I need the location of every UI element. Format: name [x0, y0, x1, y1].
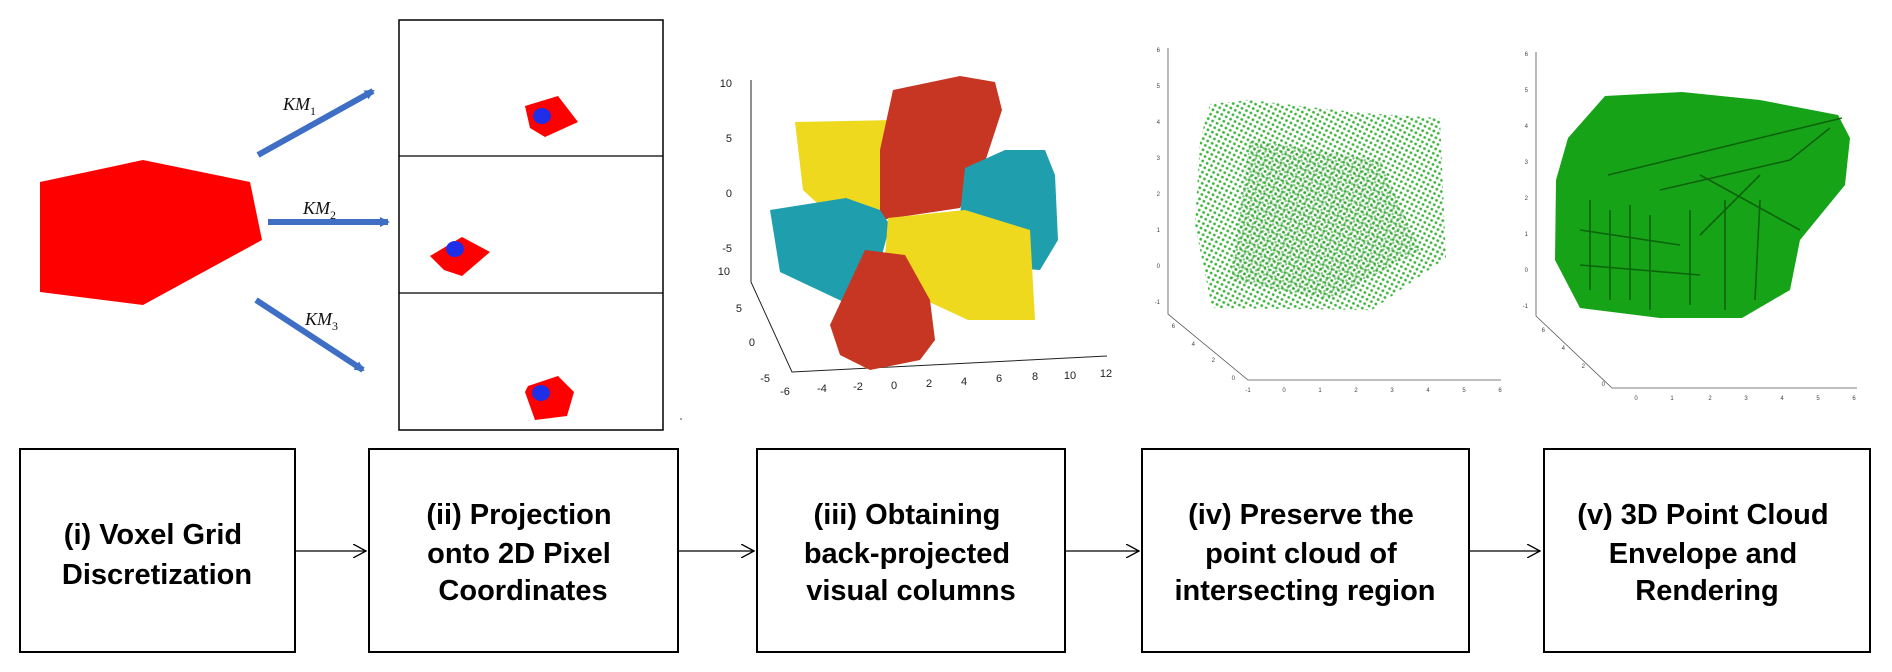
projection-panels	[398, 19, 664, 431]
plot4-x-tick: 4	[1426, 388, 1430, 394]
step-2-line-1: (ii) Projection	[426, 499, 611, 531]
plot3-x-tick: 0	[891, 380, 897, 392]
plot5-y-tick: 2	[1582, 364, 1586, 370]
plot3-x-tick: 6	[996, 373, 1002, 385]
plot3-x-tick: -2	[853, 381, 863, 393]
plot5-y-tick: 0	[1602, 382, 1606, 388]
plot3-x-tick: 12	[1100, 368, 1112, 380]
svg-text:(i) Voxel Grid Discretiz: (i) Voxel Grid Discretization	[62, 519, 252, 591]
step-3-line-3: visual columns	[806, 575, 1016, 607]
plot5-x-tick: 5	[1816, 396, 1820, 402]
plot4-z-tick: 5	[1157, 84, 1161, 90]
plot4-x-tick: 5	[1462, 388, 1466, 394]
rendered-mesh	[1555, 92, 1850, 318]
plot5-x-tick: 2	[1708, 396, 1712, 402]
plot3-y-tick: -5	[760, 373, 770, 385]
plot4-z-tick: -1	[1155, 300, 1161, 306]
rendered-envelope-plot: 6 5 4 3 2 1 0 -1 6 4 2 0 0 1 2 3 4 5 6	[1523, 52, 1857, 402]
red-column-lower	[830, 250, 935, 370]
plot4-z-tick: 3	[1157, 156, 1161, 162]
km1-label: KM1	[282, 94, 316, 118]
step-1-line-2: Discretization	[62, 559, 252, 591]
plot5-z-tick: 1	[1525, 232, 1529, 238]
plot5-z-tick: 4	[1525, 124, 1529, 130]
projection-blob-1	[525, 96, 578, 137]
plot4-y-tick: 2	[1212, 358, 1216, 364]
plot4-x-tick: 3	[1390, 388, 1394, 394]
plot4-x-tick: 1	[1318, 388, 1322, 394]
plot3-x-tick: 4	[961, 376, 967, 388]
step-1-line-1: (i) Voxel Grid	[64, 519, 242, 551]
plot3-z-tick: 0	[726, 188, 732, 200]
plot3-z-tick: 10	[720, 78, 732, 90]
plot5-y-tick: 6	[1542, 328, 1546, 334]
plot5-z-tick: 0	[1525, 268, 1529, 274]
projection-blob-3	[525, 376, 574, 420]
plot5-x-tick: 3	[1744, 396, 1748, 402]
plot5-x-tick: 0	[1634, 396, 1638, 402]
plot5-x-tick: 1	[1670, 396, 1674, 402]
step-5-line-1: (v) 3D Point Cloud	[1577, 499, 1828, 531]
step-box-3: (iii) Obtaining back-projected visual co…	[756, 448, 1066, 653]
plot4-x-tick: -1	[1245, 388, 1251, 394]
km3-arrow	[254, 297, 365, 373]
plot5-z-tick: 3	[1525, 160, 1529, 166]
yellow-column-upper	[795, 120, 905, 215]
svg-text:(iv) Preserve the point: (iv) Preserve the point cloud of interse…	[1174, 499, 1435, 607]
plot3-y-tick: 10	[718, 266, 730, 278]
plot5-z-tick: 5	[1525, 88, 1529, 94]
svg-text:(ii) Projection onto 2D: (ii) Projection onto 2D Pixel Coordinate…	[426, 499, 619, 607]
plot4-y-tick: 4	[1192, 342, 1196, 348]
plot4-z-tick: 6	[1157, 48, 1161, 54]
step-2-line-3: Coordinates	[438, 575, 607, 607]
km2-label: KM2	[302, 198, 336, 222]
plot5-z-tick: 2	[1525, 196, 1529, 202]
svg-text:(v) 3D Point Cloud Envel: (v) 3D Point Cloud Envelope and Renderin…	[1577, 499, 1836, 607]
plot5-y-tick: 4	[1562, 346, 1566, 352]
plot3-z-tick: 5	[726, 133, 732, 145]
step-box-5: (v) 3D Point Cloud Envelope and Renderin…	[1543, 448, 1871, 653]
visual-columns-plot: 10 5 0 -5 10 5 0 -5 -6 -4 -2 0 2 4 6 8 1…	[718, 76, 1112, 398]
step-box-2: (ii) Projection onto 2D Pixel Coordinate…	[368, 448, 679, 653]
step-4-line-3: intersecting region	[1174, 575, 1435, 607]
plot5-z-tick: 6	[1525, 52, 1529, 58]
plot4-z-tick: 4	[1157, 120, 1161, 126]
step-3-line-2: back-projected	[804, 538, 1010, 570]
km3-label: KM3	[304, 309, 338, 333]
voxel-grid-illustration: KM1 KM2 KM3	[40, 88, 390, 373]
plot4-y-tick: 0	[1232, 376, 1236, 382]
km1-arrow	[256, 88, 375, 158]
step-2-line-2: onto 2D Pixel	[427, 538, 611, 570]
plot3-x-tick: -4	[817, 383, 827, 395]
svg-text:(iii) Obtaining back-pro: (iii) Obtaining back-projected visual co…	[804, 499, 1018, 607]
point-cloud-plot: 6 5 4 3 2 1 0 -1 6 4 2 0 -1 0 1 2 3 4 5 …	[1155, 48, 1502, 394]
voxel-hexagon	[40, 160, 262, 305]
plot4-x-tick: 6	[1498, 388, 1502, 394]
plot4-z-tick: 2	[1157, 192, 1161, 198]
plot5-z-tick: -1	[1523, 304, 1529, 310]
plot4-z-tick: 1	[1157, 228, 1161, 234]
plot3-x-tick: 10	[1064, 370, 1076, 382]
plot4-x-tick: 0	[1282, 388, 1286, 394]
plot4-z-tick: 0	[1157, 264, 1161, 270]
step-5-line-2: Envelope and	[1609, 538, 1798, 570]
plot5-x-tick: 6	[1852, 396, 1856, 402]
plot3-x-tick: 8	[1032, 371, 1038, 383]
step-4-line-1: (iv) Preserve the	[1188, 499, 1414, 531]
step-box-4: (iv) Preserve the point cloud of interse…	[1141, 448, 1470, 653]
plot5-x-tick: 4	[1780, 396, 1784, 402]
plot4-y-tick: 6	[1172, 324, 1176, 330]
plot3-x-tick: 2	[926, 378, 932, 390]
step-4-line-2: point cloud of	[1205, 538, 1397, 570]
projection-blob-2	[430, 237, 490, 276]
plot3-y-tick: 5	[736, 303, 742, 315]
plot4-x-tick: 2	[1354, 388, 1358, 394]
plot3-y-tick: 0	[749, 337, 755, 349]
step-5-line-3: Rendering	[1635, 575, 1778, 607]
plot3-x-tick: -6	[780, 386, 790, 398]
step-box-1: (i) Voxel Grid Discretization	[19, 448, 296, 653]
plot3-z-tick: -5	[722, 243, 732, 255]
step-3-line-1: (iii) Obtaining	[814, 499, 1001, 531]
